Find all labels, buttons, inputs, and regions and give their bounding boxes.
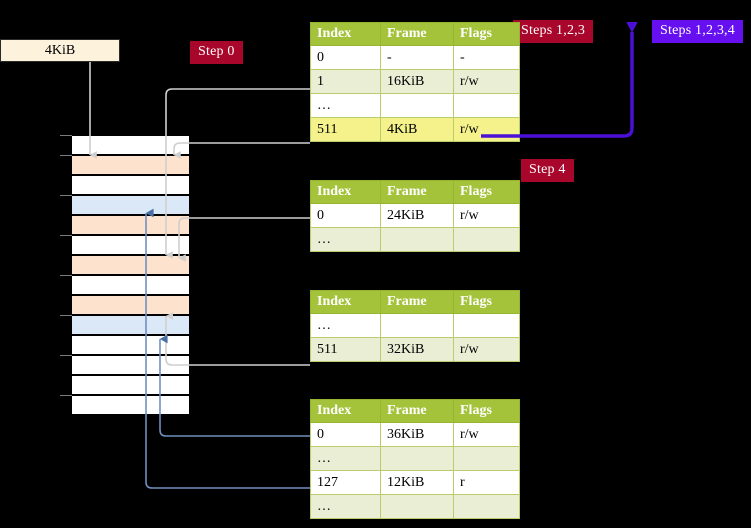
memory-frame-row bbox=[71, 175, 190, 195]
table-cell bbox=[380, 93, 454, 118]
memory-frame-row bbox=[71, 215, 190, 235]
table-cell bbox=[453, 313, 520, 338]
table-cell: 1 bbox=[310, 69, 381, 94]
memory-frame-row bbox=[71, 275, 190, 295]
memory-row-tick bbox=[60, 155, 72, 156]
column-header: Flags bbox=[453, 22, 520, 46]
memory-frame-row bbox=[71, 255, 190, 275]
table-cell bbox=[453, 227, 520, 252]
table-cell bbox=[453, 494, 520, 519]
memory-row-tick bbox=[60, 355, 72, 356]
memory-row-tick bbox=[60, 195, 72, 196]
table-cell: 36KiB bbox=[380, 422, 454, 447]
column-header: Index bbox=[310, 180, 381, 204]
column-header: Flags bbox=[453, 180, 520, 204]
table-cell: r/w bbox=[453, 203, 520, 228]
memory-row-tick bbox=[60, 275, 72, 276]
table-cell bbox=[380, 446, 454, 471]
table-cell: 32KiB bbox=[380, 337, 454, 362]
memory-block-label: 4KiB bbox=[0, 39, 120, 62]
table-cell: … bbox=[310, 494, 381, 519]
memory-frame-row bbox=[71, 355, 190, 375]
memory-frame-row bbox=[71, 395, 190, 415]
column-header: Flags bbox=[453, 290, 520, 314]
column-header: Frame bbox=[380, 22, 454, 46]
table-cell: 12KiB bbox=[380, 470, 454, 495]
memory-frame-row bbox=[71, 135, 190, 155]
table-row: … bbox=[310, 446, 520, 471]
column-header: Frame bbox=[380, 180, 454, 204]
table-row: … bbox=[310, 494, 520, 519]
memory-frame-row bbox=[71, 375, 190, 395]
memory-frame-row bbox=[71, 335, 190, 355]
table-cell: r/w bbox=[453, 337, 520, 362]
table-cell: … bbox=[310, 93, 381, 118]
table-cell: 127 bbox=[310, 470, 381, 495]
column-header: Flags bbox=[453, 399, 520, 423]
table-row: … bbox=[310, 227, 520, 252]
column-header: Index bbox=[310, 22, 381, 46]
table-cell: 0 bbox=[310, 45, 381, 70]
column-header: Frame bbox=[380, 399, 454, 423]
table-cell bbox=[380, 494, 454, 519]
memory-row-tick bbox=[60, 235, 72, 236]
table-cell: r/w bbox=[453, 117, 520, 142]
memory-row-tick bbox=[60, 315, 72, 316]
memory-row-tick bbox=[60, 135, 72, 136]
memory-frame-row bbox=[71, 295, 190, 315]
table-cell: 511 bbox=[310, 117, 381, 142]
table-cell: … bbox=[310, 227, 381, 252]
memory-row-tick bbox=[60, 395, 72, 396]
table-cell: … bbox=[310, 446, 381, 471]
badge-step-4: Step 4 bbox=[521, 159, 574, 182]
table-cell bbox=[453, 93, 520, 118]
table-cell: - bbox=[453, 45, 520, 70]
table-cell: 16KiB bbox=[380, 69, 454, 94]
table-cell bbox=[380, 313, 454, 338]
column-header: Frame bbox=[380, 290, 454, 314]
table-cell: r/w bbox=[453, 422, 520, 447]
table-cell bbox=[453, 446, 520, 471]
table-cell: - bbox=[380, 45, 454, 70]
table-row: … bbox=[310, 313, 520, 338]
table-cell: 0 bbox=[310, 203, 381, 228]
badge-steps-123: Steps 1,2,3 bbox=[513, 20, 594, 43]
table-cell: … bbox=[310, 313, 381, 338]
memory-frame-row bbox=[71, 315, 190, 335]
table-cell: r/w bbox=[453, 69, 520, 94]
table-row: … bbox=[310, 93, 520, 118]
table-cell: 0 bbox=[310, 422, 381, 447]
column-header: Index bbox=[310, 290, 381, 314]
table-row: 0-- bbox=[310, 45, 520, 70]
table-cell: 24KiB bbox=[380, 203, 454, 228]
table-cell: 511 bbox=[310, 337, 381, 362]
table-cell: r bbox=[453, 470, 520, 495]
badge-steps-1234: Steps 1,2,3,4 bbox=[652, 20, 743, 43]
physical-memory-column bbox=[60, 135, 190, 415]
memory-frame-row bbox=[71, 155, 190, 175]
memory-frame-row bbox=[71, 235, 190, 255]
column-header: Index bbox=[310, 399, 381, 423]
badge-step-0: Step 0 bbox=[190, 41, 243, 64]
table-cell bbox=[380, 227, 454, 252]
table-cell: 4KiB bbox=[380, 117, 454, 142]
memory-frame-row bbox=[71, 195, 190, 215]
